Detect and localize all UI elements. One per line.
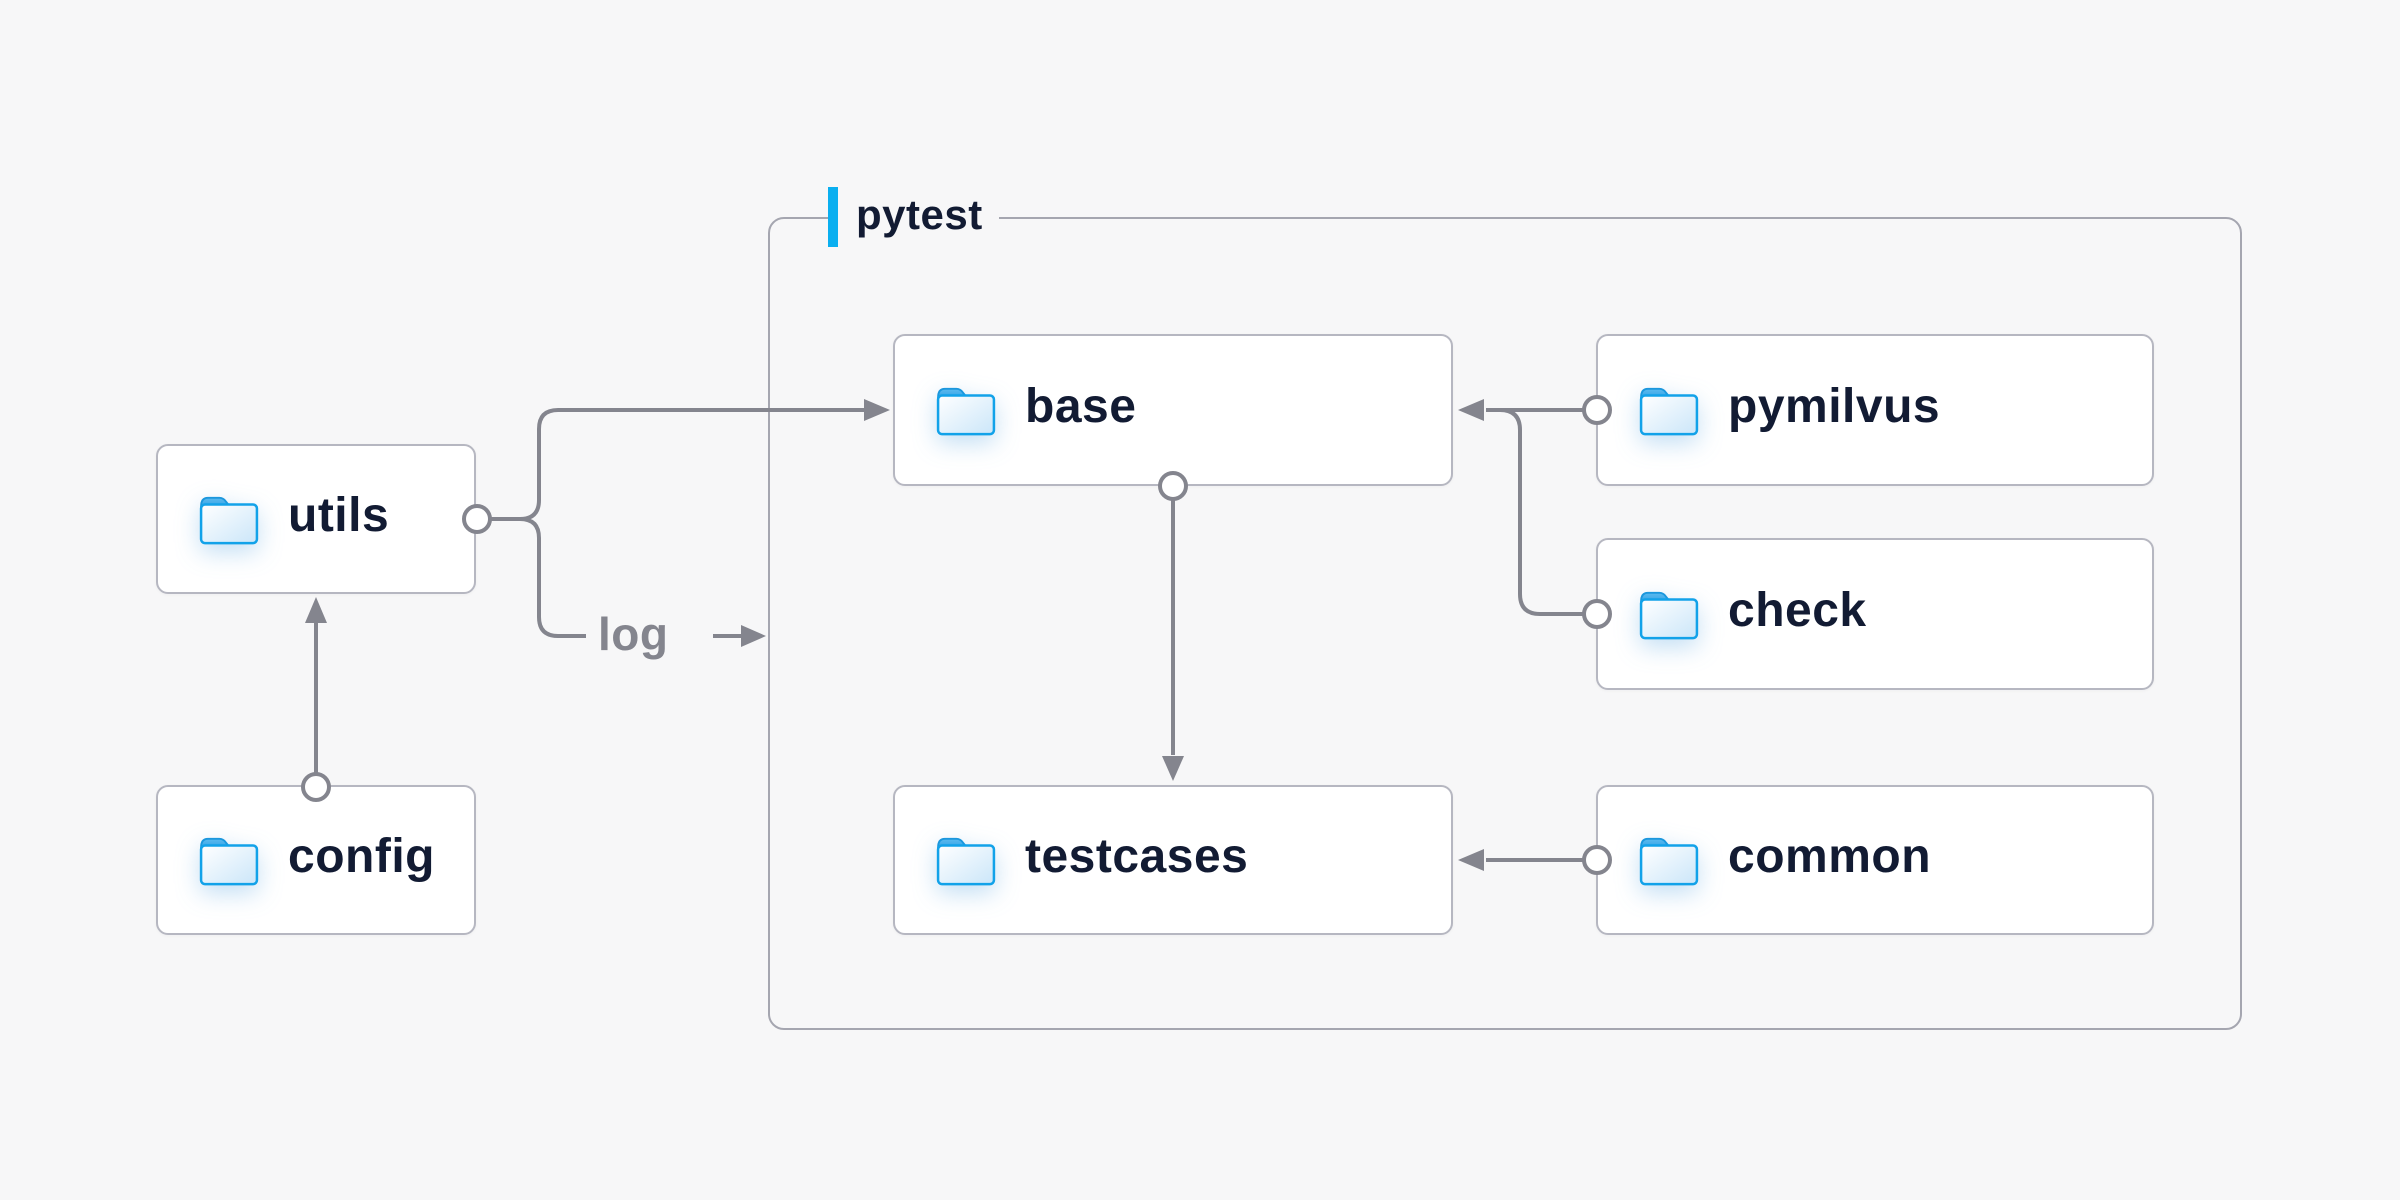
edge-config-utils: [301, 597, 331, 802]
node-testcases: testcases: [893, 785, 1453, 935]
pytest-group-box: pytest: [768, 187, 2242, 1030]
node-config-label: config: [288, 830, 435, 883]
folder-icon: [935, 384, 997, 436]
node-base: base: [893, 334, 1453, 486]
folder-icon: [1638, 834, 1700, 886]
node-common: common: [1596, 785, 2154, 935]
node-utils-label: utils: [288, 489, 390, 542]
node-base-label: base: [1025, 380, 1137, 433]
node-check: check: [1596, 538, 2154, 690]
node-common-label: common: [1728, 830, 1932, 883]
pytest-group-title: pytest: [856, 191, 983, 238]
node-pymilvus: pymilvus: [1596, 334, 2154, 486]
folder-icon: [198, 834, 260, 886]
node-check-label: check: [1728, 584, 1867, 637]
folder-icon: [1638, 588, 1700, 640]
folder-icon: [1638, 384, 1700, 436]
edge-label-log: log: [598, 607, 669, 660]
node-pymilvus-label: pymilvus: [1728, 380, 1941, 433]
folder-icon: [935, 834, 997, 886]
node-config: config: [156, 785, 476, 935]
node-utils: utils: [156, 444, 476, 594]
folder-icon: [198, 493, 260, 545]
node-testcases-label: testcases: [1025, 830, 1249, 883]
pytest-group-label: pytest: [828, 187, 999, 247]
accent-bar: [828, 187, 838, 247]
